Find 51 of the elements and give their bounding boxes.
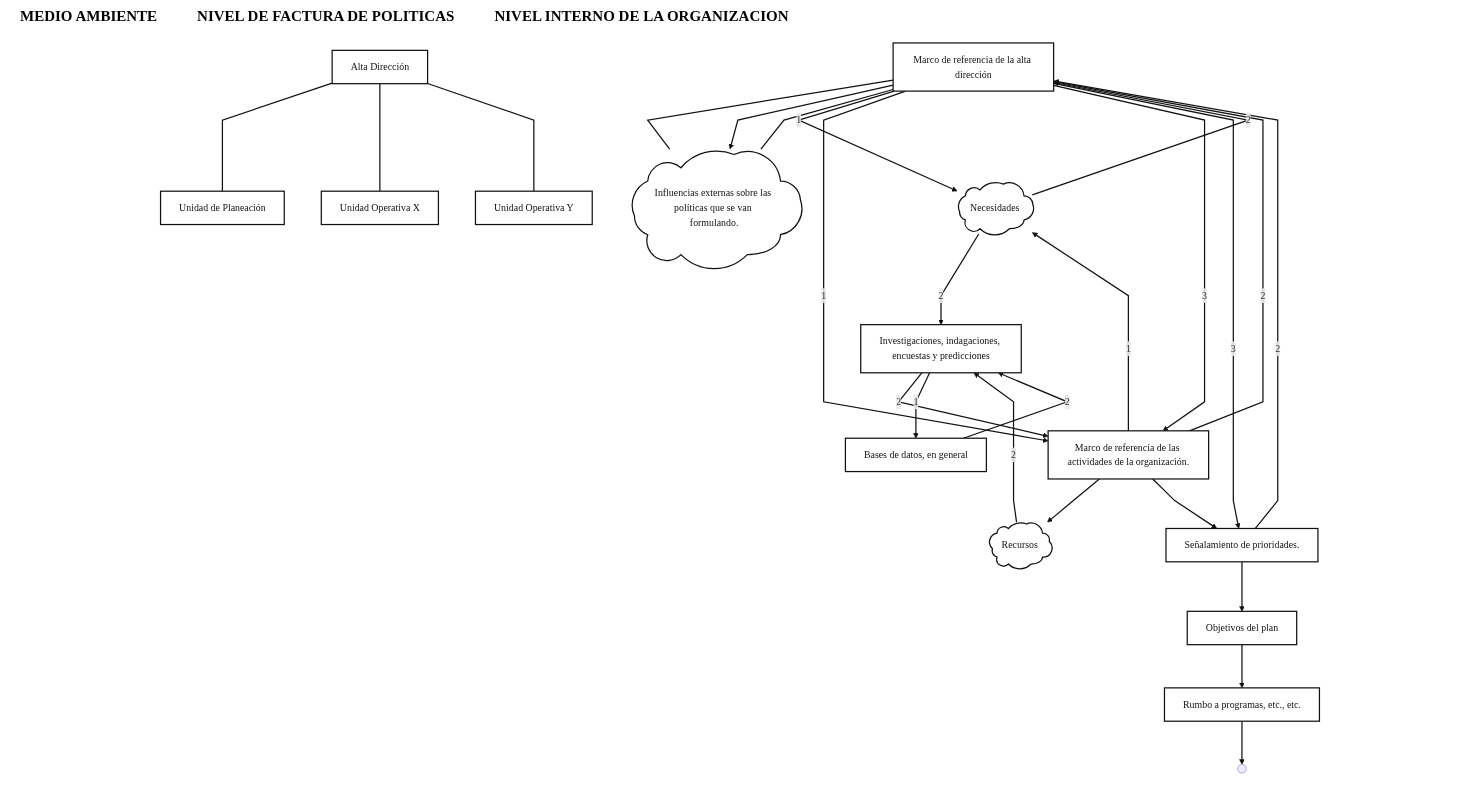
node-box: Marco de referencia de la alta dirección	[892, 42, 1055, 92]
arrow	[897, 372, 1049, 438]
arrow	[1032, 232, 1129, 432]
edge-label: 1	[821, 290, 827, 301]
connector	[646, 79, 894, 150]
edge-label: 2	[1275, 343, 1281, 354]
node-box: Unidad de Planeación	[159, 190, 285, 226]
node-box: Rumbo a programas, etc., etc.	[1163, 687, 1321, 722]
node-box: Alta Dirección	[331, 49, 429, 85]
arrow	[1053, 84, 1206, 432]
arrow	[913, 372, 931, 439]
node-box: Objetivos del plan	[1186, 610, 1298, 646]
edge-label: 1	[913, 396, 919, 407]
edge-label: 1	[1125, 343, 1131, 354]
connector	[426, 82, 535, 192]
edge-label: 2	[938, 290, 944, 301]
arrow	[1031, 80, 1251, 196]
arrow	[797, 90, 958, 192]
edge-label: 3	[1230, 343, 1236, 354]
arrow	[938, 233, 980, 325]
edge-label: 3	[1202, 290, 1208, 301]
connector	[221, 82, 333, 192]
edge-label: 2	[896, 396, 902, 407]
arrow	[1239, 720, 1245, 765]
arrow	[823, 90, 1049, 443]
level-label: NIVEL INTERNO DE LA ORGANIZACION	[494, 8, 789, 25]
node-box: Marco de referencia de las actividades de la organización.	[1047, 430, 1210, 480]
edge-label: 2	[1260, 290, 1266, 301]
arrow	[1239, 644, 1245, 689]
node-box: Señalamiento de prioridades.	[1165, 527, 1319, 563]
edge-label: 2	[1245, 114, 1251, 126]
arrow	[1053, 79, 1279, 530]
node-box: Investigaciones, indagaciones, encuestas y predicciones	[860, 324, 1022, 374]
connector	[760, 88, 894, 150]
arrow	[1053, 79, 1264, 432]
arrow	[1239, 561, 1245, 612]
edge-label: 1	[796, 114, 802, 126]
arrow	[973, 372, 1018, 523]
node-box: Bases de datos, en general	[844, 437, 987, 473]
connector	[379, 83, 381, 192]
arrow	[962, 372, 1069, 439]
edge-label: 2	[1011, 449, 1017, 460]
arrow	[1053, 82, 1241, 529]
edge-label: 2	[1064, 396, 1070, 407]
node-box: Unidad Operativa Y	[474, 190, 593, 226]
arrow	[1047, 478, 1101, 523]
node-box: Unidad Operativa X	[320, 190, 440, 226]
arrow	[728, 84, 894, 150]
level-label: MEDIO AMBIENTE	[20, 8, 158, 25]
arrow	[1152, 478, 1218, 529]
level-label: NIVEL DE FACTURA DE POLITICAS	[197, 8, 455, 25]
